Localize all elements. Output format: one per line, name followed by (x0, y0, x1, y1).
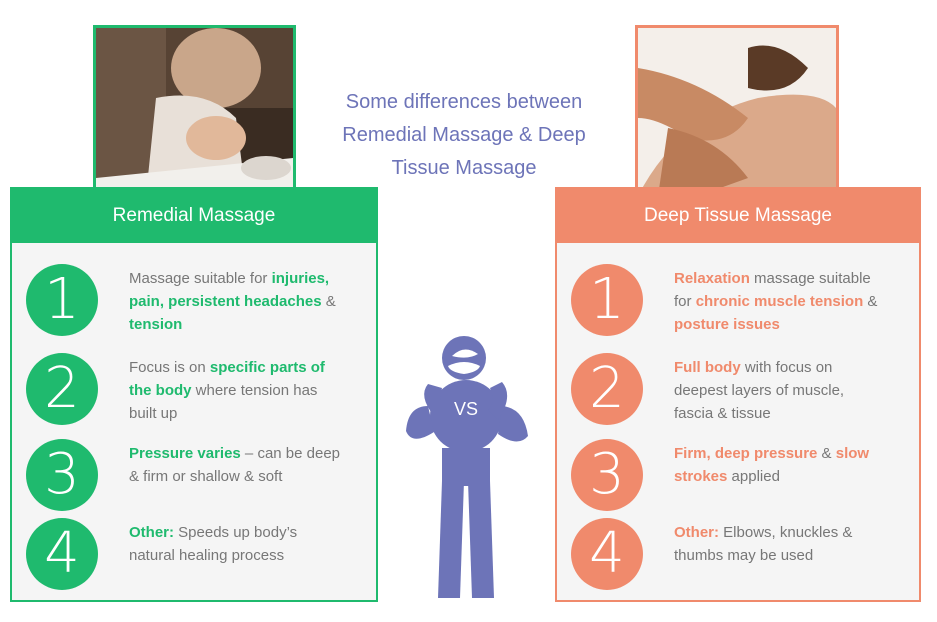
item-description: Other: Speeds up body’s natural healing p… (129, 521, 361, 567)
highlight-text: slow (835, 445, 870, 462)
title-line-1: Some differences between (345, 91, 583, 113)
highlight-text: strokes (674, 468, 728, 485)
item-description: Full body with focus on deepest layers of… (674, 356, 906, 425)
item-description: Relaxation massage suitable for chronic m… (674, 267, 906, 336)
body-text: – can be deep (240, 445, 341, 462)
highlight-text: Firm, deep pressure (674, 445, 818, 462)
remedial-massage-photo (93, 25, 296, 199)
body-text: & (863, 293, 878, 310)
number-badge: 1 (26, 264, 98, 336)
remedial-item-2: 2 Focus is on specific parts of the body … (12, 344, 376, 434)
body-text: where tension has (191, 382, 318, 399)
body-text: fascia & tissue (674, 405, 771, 422)
item-description: Focus is on specific parts of the body wh… (129, 356, 361, 425)
item-description: Firm, deep pressure & slow strokes applie… (674, 442, 906, 488)
deep-tissue-massage-photo (635, 25, 839, 199)
title-line-3: Tissue Massage (391, 157, 537, 179)
item-description: Pressure varies – can be deep & firm or s… (129, 442, 361, 488)
deep-tissue-item-3: 3 Firm, deep pressure & slow strokes appl… (557, 430, 919, 520)
remedial-item-3: 3 Pressure varies – can be deep & firm or… (12, 430, 376, 520)
highlight-text: pain, persistent headaches (129, 293, 322, 310)
body-text: thumbs may be used (674, 547, 814, 564)
body-text: & (321, 293, 336, 310)
body-text: & firm or shallow & soft (129, 468, 283, 485)
highlight-text: Pressure varies (129, 445, 241, 462)
body-text: for (674, 293, 696, 310)
deep-tissue-item-4: 4 Other: Elbows, knuckles & thumbs may be… (557, 509, 919, 599)
highlight-text: chronic muscle tension (695, 293, 864, 310)
number-badge: 3 (571, 439, 643, 511)
remedial-item-4: 4 Other: Speeds up body’s natural healing… (12, 509, 376, 599)
highlight-text: Other: (129, 524, 174, 541)
body-text: deepest layers of muscle, (674, 382, 845, 399)
body-text: Massage suitable for (129, 270, 272, 287)
body-text: Elbows, knuckles & (719, 524, 853, 541)
item-description: Massage suitable for injuries, pain, pers… (129, 267, 361, 336)
remedial-item-1: 1 Massage suitable for injuries, pain, pe… (12, 255, 376, 345)
body-text: massage suitable (749, 270, 871, 287)
item-description: Other: Elbows, knuckles & thumbs may be u… (674, 521, 906, 567)
deep-tissue-item-2: 2 Full body with focus on deepest layers … (557, 344, 919, 434)
body-text: & (817, 445, 836, 462)
number-badge: 1 (571, 264, 643, 336)
highlight-text: the body (129, 382, 192, 399)
number-badge: 4 (571, 518, 643, 590)
highlight-text: specific parts of (209, 359, 325, 376)
page-title: Some differences between Remedial Massag… (318, 86, 610, 185)
highlight-text: Full body (674, 359, 741, 376)
highlight-text: tension (129, 316, 183, 333)
highlight-text: posture issues (674, 316, 780, 333)
body-text: Focus is on (129, 359, 210, 376)
body-text: with focus on (740, 359, 833, 376)
body-text: applied (727, 468, 780, 485)
highlight-text: injuries, (271, 270, 330, 287)
highlight-text: Relaxation (674, 270, 750, 287)
person-thinking-icon (406, 336, 528, 598)
number-badge: 3 (26, 439, 98, 511)
deep-tissue-item-1: 1 Relaxation massage suitable for chronic… (557, 255, 919, 345)
highlight-text: Other: (674, 524, 719, 541)
title-line-2: Remedial Massage & Deep (342, 124, 586, 146)
vs-label: VS (453, 399, 478, 419)
deep-tissue-massage-panel: Deep Tissue Massage 1 Relaxation massage… (555, 187, 921, 602)
remedial-massage-header: Remedial Massage (12, 189, 376, 243)
body-text: natural healing process (129, 547, 285, 564)
body-text: built up (129, 405, 178, 422)
number-badge: 2 (26, 353, 98, 425)
number-badge: 4 (26, 518, 98, 590)
number-badge: 2 (571, 353, 643, 425)
body-text: Speeds up body’s (174, 524, 298, 541)
deep-tissue-massage-header: Deep Tissue Massage (557, 189, 919, 243)
remedial-massage-panel: Remedial Massage 1 Massage suitable for … (10, 187, 378, 602)
